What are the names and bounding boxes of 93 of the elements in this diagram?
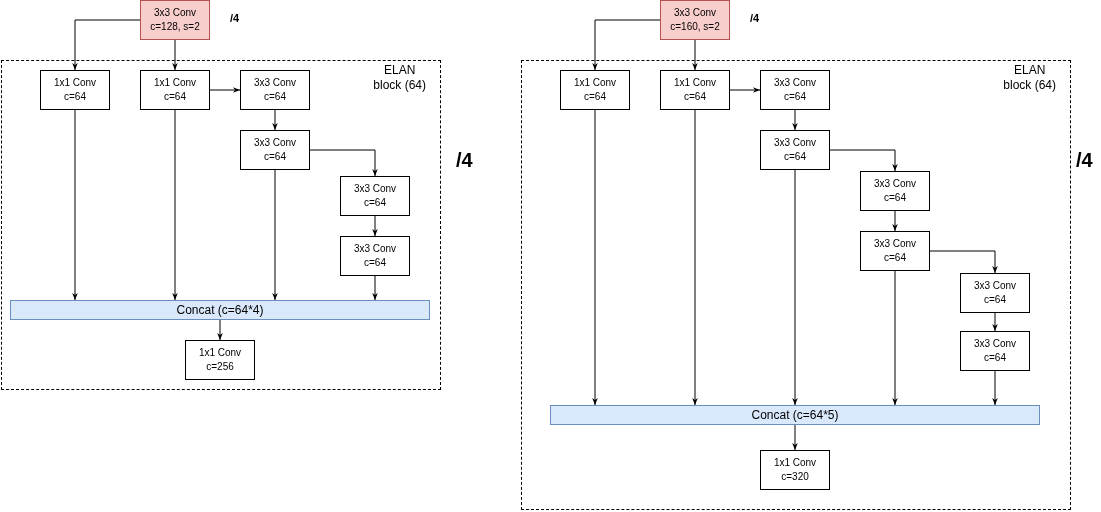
conv-box — [40, 70, 110, 110]
arrow — [217, 319, 223, 341]
dashed-block-frame — [521, 60, 1071, 510]
node-text: 3x3 Conv — [353, 242, 397, 256]
conv-box — [860, 171, 930, 211]
node-text: 3x3 Conv — [973, 337, 1017, 351]
scale-label: /4 — [1076, 148, 1093, 173]
node-text: 1x1 Conv — [153, 76, 197, 90]
conv-box — [340, 176, 410, 216]
node-text: 3x3 Conv — [673, 6, 717, 20]
arrow — [172, 109, 178, 301]
arrow — [692, 109, 698, 406]
node-text: c=64 — [684, 90, 706, 104]
conv-box — [140, 0, 210, 40]
arrow — [372, 275, 378, 301]
arrow — [792, 169, 798, 406]
node-text: c=64 — [784, 90, 806, 104]
node-text: c=320 — [781, 470, 809, 484]
node-text: c=64 — [884, 191, 906, 205]
arrow — [792, 109, 798, 131]
node-text: c=64 — [584, 90, 606, 104]
arrow — [372, 215, 378, 237]
arrow — [829, 149, 898, 172]
dashed-block-frame — [1, 60, 441, 390]
conv-box — [860, 231, 930, 271]
node-text: 3x3 Conv — [153, 6, 197, 20]
node-text: c=160, s=2 — [670, 20, 720, 34]
conv-box — [340, 236, 410, 276]
node-text: 1x1 Conv — [573, 76, 617, 90]
conv-box — [760, 130, 830, 170]
block-title: ELAN — [1013, 63, 1046, 78]
conv-box — [660, 0, 730, 40]
arrow — [72, 19, 141, 71]
scale-label: /4 — [750, 11, 760, 26]
node-text: Concat (c=64*5) — [751, 407, 839, 424]
concat-bar — [10, 300, 430, 320]
arrow — [272, 169, 278, 301]
arrow — [592, 109, 598, 406]
conv-box — [760, 450, 830, 490]
node-text: c=64 — [984, 293, 1006, 307]
node-text: 3x3 Conv — [773, 136, 817, 150]
arrow — [892, 270, 898, 406]
node-text: c=64 — [264, 150, 286, 164]
node-text: c=64 — [364, 196, 386, 210]
node-text: 3x3 Conv — [873, 177, 917, 191]
conv-box — [240, 70, 310, 110]
conv-box — [560, 70, 630, 110]
node-text: c=64 — [364, 256, 386, 270]
node-text: 1x1 Conv — [198, 346, 242, 360]
arrow — [992, 370, 998, 406]
conv-box — [240, 130, 310, 170]
node-text: c=64 — [64, 90, 86, 104]
node-text: c=128, s=2 — [150, 20, 200, 34]
node-text: c=64 — [264, 90, 286, 104]
node-text: c=64 — [884, 251, 906, 265]
arrow — [892, 210, 898, 232]
scale-label: /4 — [230, 11, 240, 26]
node-text: c=64 — [984, 351, 1006, 365]
arrow — [592, 19, 661, 71]
node-text: 3x3 Conv — [973, 279, 1017, 293]
conv-box — [185, 340, 255, 380]
node-text: 3x3 Conv — [253, 136, 297, 150]
node-text: 3x3 Conv — [773, 76, 817, 90]
arrow — [309, 149, 378, 177]
node-text: 1x1 Conv — [773, 456, 817, 470]
arrow — [929, 250, 998, 274]
arrow — [692, 39, 698, 71]
node-text: c=64 — [164, 90, 186, 104]
scale-label: /4 — [456, 148, 473, 173]
block-title: block (64) — [373, 78, 426, 93]
block-title: ELAN — [383, 63, 416, 78]
arrow — [272, 109, 278, 131]
node-text: 1x1 Conv — [53, 76, 97, 90]
node-text: 3x3 Conv — [873, 237, 917, 251]
arrow — [172, 39, 178, 71]
arrow — [729, 87, 761, 93]
conv-box — [760, 70, 830, 110]
arrow — [992, 312, 998, 332]
arrow — [792, 424, 798, 451]
node-text: Concat (c=64*4) — [176, 302, 264, 319]
node-text: 1x1 Conv — [673, 76, 717, 90]
conv-box — [660, 70, 730, 110]
arrow — [209, 87, 241, 93]
node-text: c=256 — [206, 360, 234, 374]
node-text: 3x3 Conv — [353, 182, 397, 196]
node-text: 3x3 Conv — [253, 76, 297, 90]
block-title: block (64) — [1003, 78, 1056, 93]
arrow — [72, 109, 78, 301]
concat-bar — [550, 405, 1040, 425]
conv-box — [960, 273, 1030, 313]
conv-box — [960, 331, 1030, 371]
node-text: c=64 — [784, 150, 806, 164]
conv-box — [140, 70, 210, 110]
